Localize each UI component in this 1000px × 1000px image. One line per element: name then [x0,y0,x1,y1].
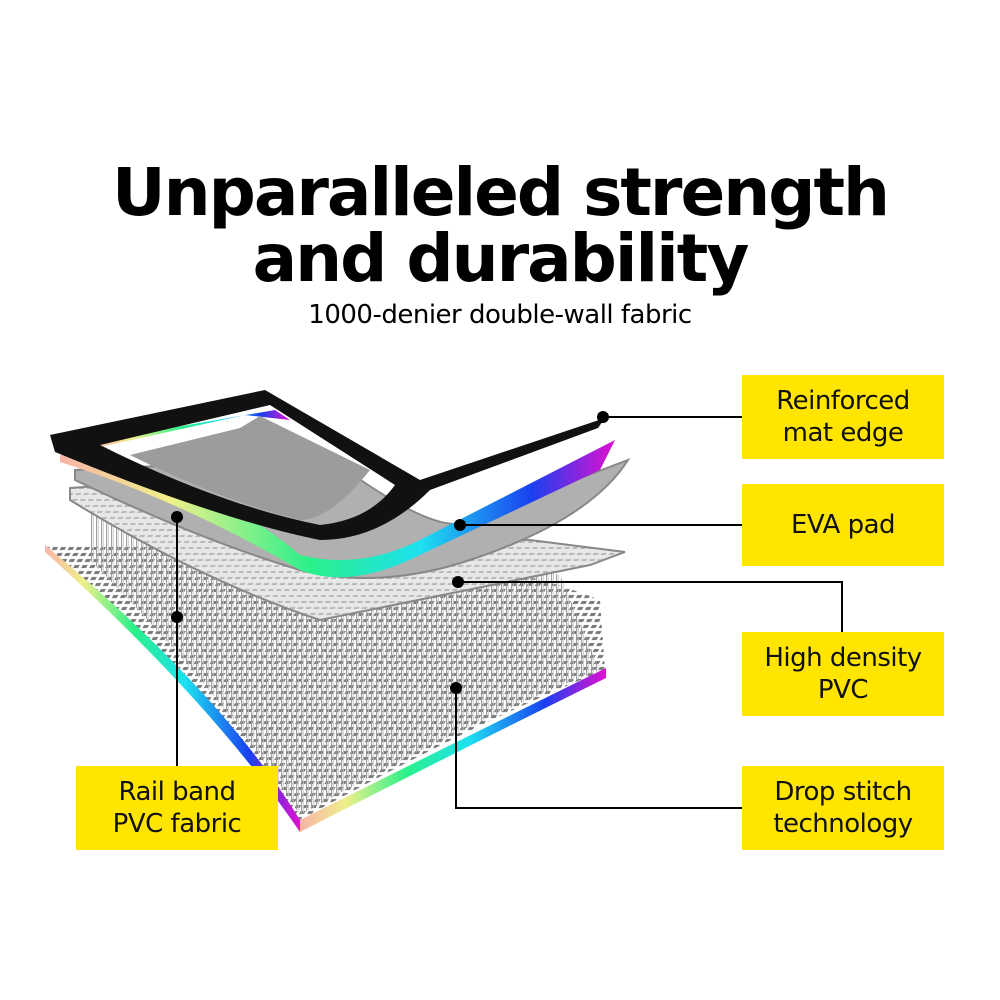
label-text-line2: PVC fabric [112,809,242,839]
rail-band-bottom-front [300,668,606,832]
title-line-1: Unparalleled strength [112,154,890,231]
label-text-line1: Reinforced [776,386,910,416]
label-text-line2: technology [773,809,913,839]
label-text-line1: High density [764,643,922,673]
rail-band-bottom [45,545,300,832]
rainbow-layer-band [60,440,615,578]
title-line-2: and durability [252,220,750,297]
leader-dot-high-density-pvc [452,576,464,588]
subtitle: 1000-denier double-wall fabric [308,300,692,330]
leader-dot-eva-pad [454,519,466,531]
leader-dot-reinforced-edge [597,411,609,423]
reinforced-edge-frame [50,390,605,540]
label-eva-pad: EVA pad [742,484,944,566]
label-text-line1: Rail band [118,777,236,807]
top-grey-fill [130,416,370,520]
label-text-line2: mat edge [782,418,904,448]
leader-dot-rail-band-2 [171,611,183,623]
leader-dot-drop-stitch [450,682,462,694]
label-text-line2: PVC [817,675,869,705]
rainbow-top-frame [95,410,290,448]
leader-dot-rail-band-1 [171,511,183,523]
label-text-line1: EVA pad [790,510,896,540]
label-text-line1: Drop stitch [774,777,912,807]
